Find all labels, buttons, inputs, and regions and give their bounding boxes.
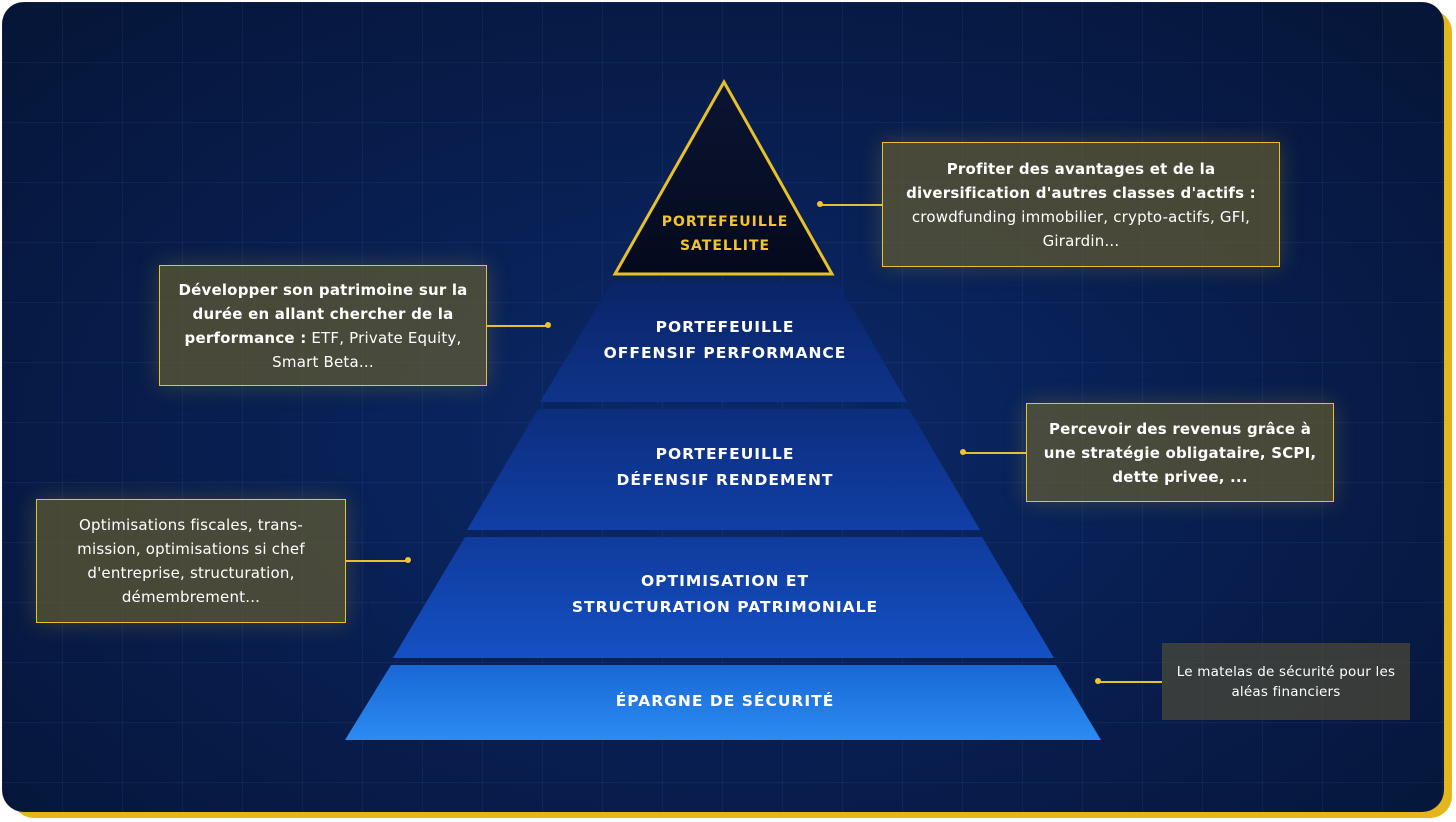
note-defensif-bold: Percevoir des revenus grâce à une straté… bbox=[1043, 419, 1317, 486]
note-offensif-regular: ETF, Private Equity, Smart Beta... bbox=[272, 328, 462, 371]
connector-securite bbox=[1098, 681, 1162, 683]
diagram-frame: PORTEFEUILLE SATELLITE PORTEFEUILLE OFFE… bbox=[2, 2, 1444, 812]
note-securite: Le matelas de sécurité pour les aléas fi… bbox=[1162, 643, 1410, 720]
note-satellite-text: Profiter des avantages et de la diversif… bbox=[897, 157, 1265, 253]
note-optimisation-regular: Optimisations fiscales, trans-mission, o… bbox=[77, 516, 305, 606]
tier-defensif-line2: DÉFENSIF RENDEMENT bbox=[616, 471, 834, 489]
note-optimisation: Optimisations fiscales, trans-mission, o… bbox=[36, 499, 346, 623]
note-optimisation-text: Optimisations fiscales, trans-mission, o… bbox=[51, 513, 331, 609]
note-securite-regular: Le matelas de sécurité pour les aléas fi… bbox=[1176, 663, 1396, 700]
tier-offensif-line1: PORTEFEUILLE bbox=[655, 318, 795, 336]
connector-satellite bbox=[820, 204, 882, 206]
tier-optimisation-line1: OPTIMISATION ET bbox=[640, 572, 810, 590]
apex-label-line1: PORTEFEUILLE bbox=[661, 214, 789, 230]
apex-label: PORTEFEUILLE SATELLITE bbox=[622, 210, 828, 258]
note-securite-text: Le matelas de sécurité pour les aléas fi… bbox=[1176, 662, 1396, 702]
connector-dot-optimisation bbox=[405, 557, 411, 563]
connector-dot-offensif bbox=[545, 322, 551, 328]
connector-offensif bbox=[486, 325, 548, 327]
connector-defensif bbox=[964, 452, 1026, 454]
note-satellite: Profiter des avantages et de la diversif… bbox=[882, 142, 1280, 267]
connector-dot-satellite bbox=[817, 201, 823, 207]
note-offensif-text: Développer son patrimoine sur la durée e… bbox=[174, 278, 472, 374]
tier-securite-label: ÉPARGNE DE SÉCURITÉ bbox=[502, 688, 948, 714]
tier-offensif-label: PORTEFEUILLE OFFENSIF PERFORMANCE bbox=[502, 314, 948, 366]
tier-defensif-shape bbox=[467, 409, 980, 530]
tier-optimisation-shape bbox=[393, 537, 1054, 658]
tier-optimisation-line2: STRUCTURATION PATRIMONIALE bbox=[571, 598, 879, 616]
tier-defensif-label: PORTEFEUILLE DÉFENSIF RENDEMENT bbox=[502, 441, 948, 493]
note-defensif-text: Percevoir des revenus grâce à une straté… bbox=[1041, 417, 1319, 489]
pyramid-graphic bbox=[345, 78, 1101, 740]
tier-defensif-line1: PORTEFEUILLE bbox=[655, 445, 795, 463]
connector-optimisation bbox=[346, 560, 408, 562]
connector-dot-securite bbox=[1095, 678, 1101, 684]
note-defensif: Percevoir des revenus grâce à une straté… bbox=[1026, 403, 1334, 502]
apex-shape bbox=[612, 78, 835, 276]
tier-offensif-shape bbox=[540, 282, 907, 402]
note-satellite-bold: Profiter des avantages et de la diversif… bbox=[906, 159, 1256, 202]
note-offensif-bold: Développer son patrimoine sur la durée e… bbox=[178, 280, 468, 347]
tier-offensif-line2: OFFENSIF PERFORMANCE bbox=[603, 344, 847, 362]
note-offensif: Développer son patrimoine sur la durée e… bbox=[159, 265, 487, 386]
tier-optimisation-label: OPTIMISATION ET STRUCTURATION PATRIMONIA… bbox=[502, 568, 948, 620]
apex-label-line2: SATELLITE bbox=[679, 238, 771, 254]
tier-securite-shape bbox=[345, 665, 1101, 740]
connector-dot-defensif bbox=[960, 449, 966, 455]
note-satellite-regular: crowdfunding immobilier, crypto-actifs, … bbox=[911, 207, 1251, 250]
tier-securite-line1: ÉPARGNE DE SÉCURITÉ bbox=[615, 692, 835, 710]
